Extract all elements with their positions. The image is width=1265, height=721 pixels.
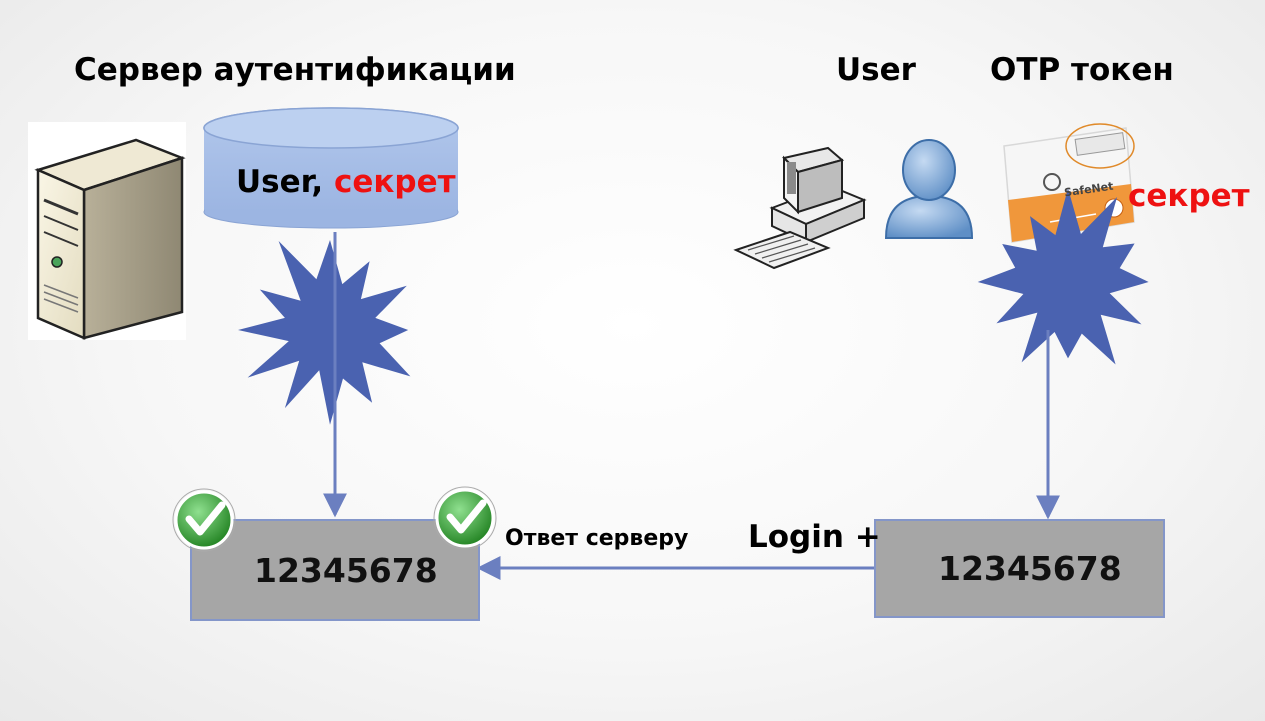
answer-label: Ответ серверу [505,526,689,551]
server-title: Сервер аутентификации [74,52,516,88]
user-code-box [874,519,1165,618]
login-label: Login + [748,519,881,555]
database-cylinder [203,107,459,229]
starburst-left [238,240,411,425]
user-code-value: 12345678 [938,549,1122,588]
db-user-text: User, [236,164,324,200]
computer-icon [733,146,867,270]
user-person-icon [884,139,974,239]
otp-token-title: OTP токен [990,52,1174,88]
check-icon-right [433,486,497,550]
check-icon-left [172,488,236,552]
user-title: User [836,52,916,88]
token-secret-text: секрет [1128,178,1250,214]
db-secret-text: секрет [333,164,456,200]
server-icon [28,122,186,340]
db-label: User, секрет [236,164,456,200]
starburst-right [977,188,1149,365]
server-code-value: 12345678 [254,551,438,590]
server-code-box [190,519,480,621]
